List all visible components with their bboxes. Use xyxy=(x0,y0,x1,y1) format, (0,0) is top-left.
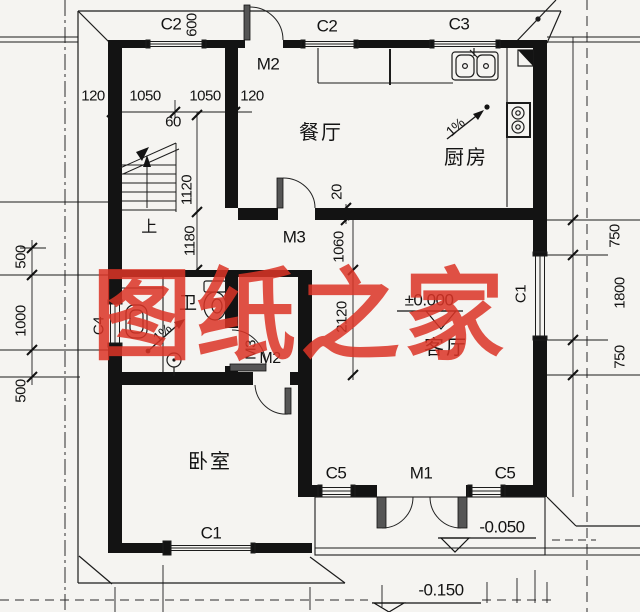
dim-20: 20 xyxy=(328,184,346,200)
toilet xyxy=(203,280,227,321)
room-label-bedroom: 卧室 xyxy=(188,451,232,473)
counters-porch xyxy=(122,48,546,556)
watermark: 图纸之家 xyxy=(92,256,508,375)
level-steps: -0.150 xyxy=(418,580,464,600)
dim-1800: 1800 xyxy=(611,277,629,309)
door-swing-arcs xyxy=(231,6,462,529)
room-label-living: 客厅 xyxy=(424,337,468,359)
fixtures xyxy=(125,48,534,376)
dim-1050-a: 1050 xyxy=(129,87,161,105)
door-label-m3-dining: M3 xyxy=(282,227,306,247)
window-label-c3: C3 xyxy=(448,14,470,34)
dim-1000: 1000 xyxy=(12,305,30,337)
door-label-m1: M1 xyxy=(409,463,433,483)
window-label-c5-left: C5 xyxy=(325,463,347,483)
room-label-dining: 餐厅 xyxy=(299,122,343,144)
level-porch: -0.050 xyxy=(479,517,525,537)
dim-1120: 1120 xyxy=(178,174,196,206)
kitchen-sink xyxy=(451,51,499,81)
stairs-up-label: 上 xyxy=(141,219,157,236)
dim-750-top: 750 xyxy=(606,224,624,248)
room-label-bathroom: 卫 xyxy=(179,293,199,313)
door-leaves xyxy=(229,4,468,529)
eave-outline xyxy=(77,0,640,585)
kitchen-floor-drain xyxy=(484,104,490,110)
window-label-c1-right: C1 xyxy=(512,284,530,304)
dim-1050-b: 1050 xyxy=(189,87,221,105)
doors xyxy=(229,4,468,529)
stove xyxy=(506,102,531,138)
window-label-c2: C2 xyxy=(316,16,338,36)
stairs xyxy=(119,142,180,212)
bath-floor-drain xyxy=(166,352,182,376)
level-ground: ±0.000 xyxy=(404,290,454,310)
dim-750-bottom: 750 xyxy=(611,345,629,369)
window-label-c1-bottom: C1 xyxy=(200,523,222,543)
room-label-kitchen: 厨房 xyxy=(444,147,488,169)
door-label-m2-bed: M2 xyxy=(259,350,281,367)
window-label-c2-stair: C2 xyxy=(160,14,182,34)
windows xyxy=(107,39,548,556)
dim-600: 600 xyxy=(183,13,201,37)
dim-60: 60 xyxy=(165,113,181,131)
dim-120-left: 120 xyxy=(81,87,105,105)
wash-basin xyxy=(125,304,148,339)
walls xyxy=(108,40,547,553)
dim-500-top: 500 xyxy=(12,245,30,269)
level-symbols xyxy=(371,310,536,612)
dim-120-right: 120 xyxy=(240,87,264,105)
window-label-c5-right: C5 xyxy=(494,463,516,483)
dim-500-bottom: 500 xyxy=(12,379,30,403)
door-label-m2-top: M2 xyxy=(256,54,280,74)
slope-arrows xyxy=(145,110,484,354)
